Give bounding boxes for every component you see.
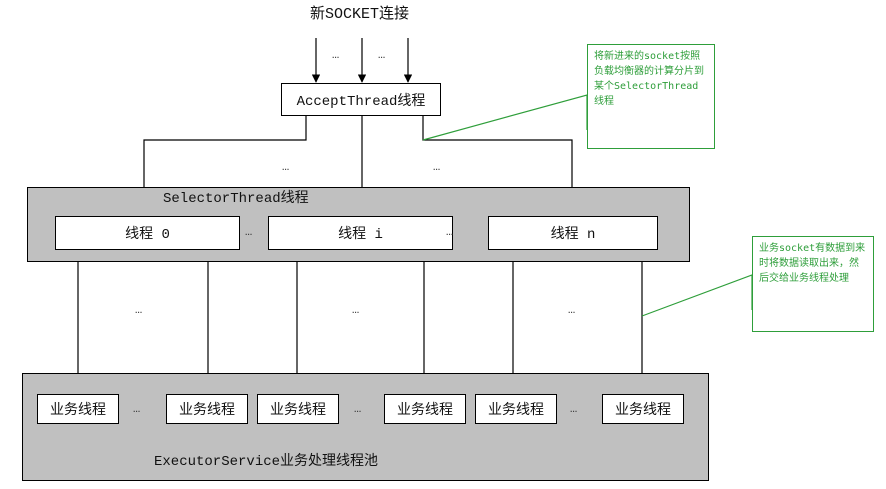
accept-ellipsis-right: … <box>433 160 442 174</box>
accept-thread-box: AcceptThread线程 <box>281 83 441 116</box>
business-thread-3: 业务线程 <box>257 394 339 424</box>
selector-thread-panel-label: SelectorThread线程 <box>163 191 309 207</box>
incoming-ellipsis-1: … <box>332 48 341 62</box>
accept-ellipsis-left: … <box>282 160 291 174</box>
selector-ellipsis-right: … <box>446 225 455 239</box>
business-thread-1: 业务线程 <box>37 394 119 424</box>
business-thread-2: 业务线程 <box>166 394 248 424</box>
business-ellipsis-2: … <box>354 402 363 416</box>
callout-accept-leader <box>422 94 588 141</box>
business-thread-5: 业务线程 <box>475 394 557 424</box>
business-thread-4: 业务线程 <box>384 394 466 424</box>
new-socket-connection-label: 新SOCKET连接 <box>310 6 410 23</box>
executor-service-panel <box>22 373 709 481</box>
business-thread-callout: 业务socket有数据到来时将数据读取出来，然后交给业务线程处理 <box>752 236 874 332</box>
business-ellipsis-1: … <box>133 402 142 416</box>
accept-to-thread-n <box>422 116 577 214</box>
selector-thread-n: 线程 n <box>488 216 658 250</box>
executor-service-label: ExecutorService业务处理线程池 <box>154 454 379 470</box>
selector-ellipsis-left: … <box>245 225 254 239</box>
lane-ellipsis-2: … <box>352 303 361 317</box>
business-ellipsis-3: … <box>570 402 579 416</box>
accept-to-thread-0 <box>139 116 307 214</box>
selector-thread-0: 线程 0 <box>55 216 240 250</box>
callout-business-leader <box>641 274 753 317</box>
business-thread-6: 业务线程 <box>602 394 684 424</box>
incoming-ellipsis-2: … <box>378 48 387 62</box>
lane-ellipsis-1: … <box>135 303 144 317</box>
selector-thread-i: 线程 i <box>268 216 453 250</box>
accept-thread-callout: 将新进来的socket按照负载均衡器的计算分片到某个SelectorThread… <box>587 44 715 149</box>
lane-ellipsis-3: … <box>568 303 577 317</box>
